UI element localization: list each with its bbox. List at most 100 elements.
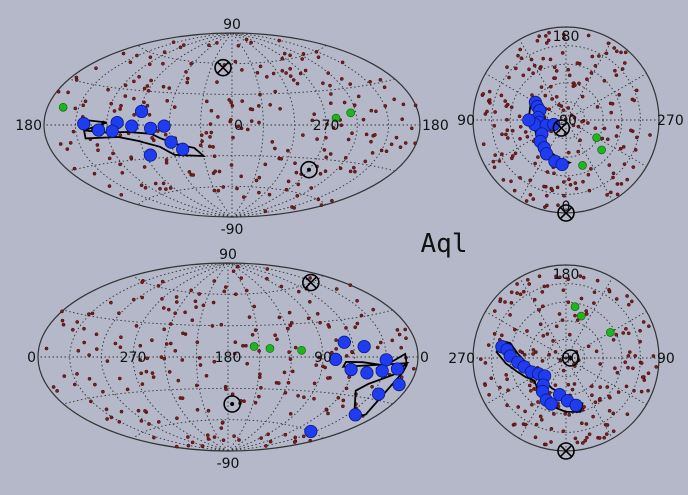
background-event (505, 377, 509, 382)
background-event (288, 53, 292, 58)
background-event (51, 385, 56, 389)
background-event (523, 422, 528, 427)
background-event (573, 436, 578, 441)
background-event (382, 85, 387, 90)
background-event (590, 393, 594, 398)
background-event (284, 71, 288, 75)
background-event (534, 422, 539, 427)
background-event (326, 411, 330, 416)
background-event (639, 389, 644, 394)
figure-title: Aql (421, 229, 468, 259)
parallel (63, 309, 393, 327)
background-event (646, 371, 651, 376)
background-event (633, 148, 638, 152)
background-event (613, 68, 617, 73)
background-event (586, 121, 590, 125)
background-event (207, 144, 212, 149)
background-event (142, 86, 147, 91)
background-event (370, 151, 375, 155)
background-event (138, 358, 142, 362)
background-event (615, 192, 620, 197)
background-event (641, 320, 646, 324)
background-event (492, 331, 497, 336)
background-event (265, 276, 269, 281)
background-event (307, 299, 312, 304)
parallel (137, 185, 327, 206)
background-event (229, 117, 233, 122)
background-event (309, 186, 314, 190)
background-event (615, 125, 620, 129)
background-event (611, 171, 616, 176)
background-event (140, 280, 144, 285)
background-event (547, 107, 552, 112)
green-marker (592, 133, 601, 142)
background-event (140, 382, 145, 386)
background-event (257, 120, 261, 125)
background-event (529, 57, 534, 62)
background-event (411, 366, 416, 371)
background-event (288, 323, 293, 328)
green-marker (605, 328, 615, 337)
hotspot-event (176, 142, 190, 156)
background-event (621, 145, 626, 149)
background-event (481, 142, 486, 147)
background-event (322, 148, 327, 152)
background-event (604, 432, 609, 436)
background-event (149, 78, 153, 83)
background-event (290, 369, 295, 374)
background-event (89, 399, 93, 404)
hotspot-event (125, 119, 139, 133)
background-event (258, 64, 263, 69)
background-event (198, 363, 203, 367)
background-event (308, 276, 312, 280)
background-event (629, 299, 634, 304)
background-event (589, 384, 594, 389)
background-event (553, 383, 558, 388)
background-event (623, 50, 628, 55)
background-event (587, 432, 592, 437)
hotspot-event (522, 113, 536, 127)
background-event (119, 335, 123, 340)
source-marker-stroke-b (559, 444, 573, 458)
background-event (548, 57, 553, 62)
background-event (119, 409, 124, 414)
background-event (592, 301, 596, 305)
background-event (257, 349, 261, 353)
background-event (215, 41, 219, 45)
background-event (543, 93, 548, 98)
background-event (229, 163, 234, 167)
background-event (324, 135, 328, 140)
background-event (525, 277, 530, 282)
hotspot-event (544, 397, 558, 411)
background-event (403, 141, 408, 145)
background-event (481, 92, 486, 96)
label-top: 180 (553, 29, 580, 45)
background-event (585, 77, 589, 82)
background-event (522, 352, 527, 357)
background-event (566, 106, 571, 110)
background-event (340, 60, 345, 65)
background-event (222, 289, 227, 294)
background-event (190, 440, 195, 445)
background-event (549, 426, 554, 431)
background-event (626, 302, 631, 307)
background-event (160, 279, 165, 284)
source-marker (300, 160, 318, 179)
background-event (492, 309, 497, 313)
background-event (94, 332, 99, 337)
background-event (288, 66, 293, 71)
background-event (87, 353, 91, 357)
background-event (117, 419, 122, 424)
background-event (62, 374, 67, 378)
background-event (552, 65, 557, 70)
background-event (143, 185, 148, 190)
background-event (542, 184, 546, 189)
background-event (538, 322, 543, 327)
background-event (153, 181, 158, 186)
label-center: 90 (559, 113, 577, 129)
background-event (355, 321, 360, 326)
source-marker (223, 395, 241, 413)
label-left: 0 (27, 350, 36, 366)
